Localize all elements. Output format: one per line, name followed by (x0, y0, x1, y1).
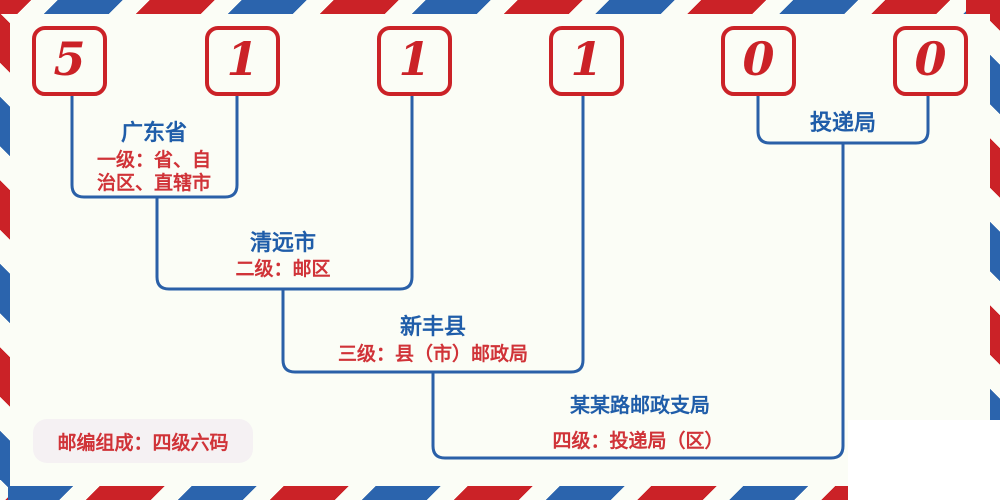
level3-place-name: 新丰县 (399, 315, 467, 340)
level4-place-name: 某某路邮政支局 (570, 393, 710, 417)
level3-desc: 三级：县（市）邮政局 (337, 343, 529, 365)
digit-3: 1 (398, 32, 431, 86)
level1-place-name: 广东省 (120, 121, 188, 146)
airmail-border-bottom (0, 486, 1000, 500)
digit-box-3: 1 (377, 26, 452, 96)
digit-4: 1 (570, 32, 603, 86)
airmail-border-top (0, 0, 1000, 14)
level1-desc-line2: 治区、直辖市 (96, 172, 212, 194)
airmail-border-right (990, 0, 1000, 500)
footer-badge-label: 邮编组成：四级六码 (57, 431, 229, 454)
bracket-delivery (756, 96, 930, 145)
level2-place-name: 清远市 (249, 231, 317, 256)
digit-box-2: 1 (205, 26, 280, 96)
level2-desc: 二级：邮区 (235, 258, 331, 280)
level1-desc-line1: 一级：省、自 (96, 149, 212, 171)
footer-badge: 邮编组成：四级六码 (33, 419, 253, 463)
digit-box-5: 0 (721, 26, 796, 96)
digit-box-6: 0 (893, 26, 968, 96)
digit-6: 0 (914, 32, 947, 86)
bracket-level4 (431, 143, 845, 460)
digit-box-1: 5 (32, 26, 107, 96)
digit-box-4: 1 (549, 26, 624, 96)
level4-desc: 四级：投递局（区） (552, 430, 724, 452)
digit-2: 1 (226, 32, 259, 86)
digit-1: 5 (53, 32, 86, 86)
bottom-right-white-patch (848, 420, 1000, 500)
digit-5: 0 (742, 32, 775, 86)
airmail-border-left (0, 0, 10, 500)
bracket-level1 (70, 96, 239, 199)
delivery-office-label: 投递局 (809, 111, 877, 136)
